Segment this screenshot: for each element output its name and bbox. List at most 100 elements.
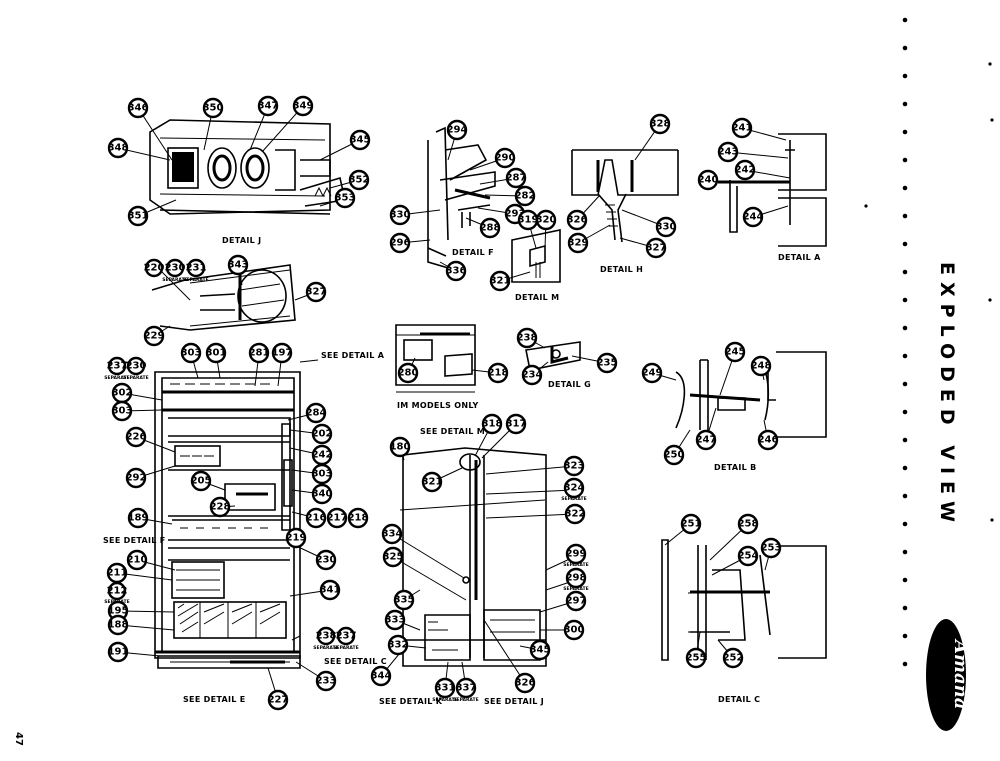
svg-text:234: 234	[522, 370, 543, 381]
callout-group: 346 350 347 349 348 345 352 351 353 294 …	[107, 95, 782, 711]
callout-353: 353	[335, 187, 355, 209]
svg-text:250: 250	[664, 450, 685, 461]
sublabel-237-main: SEPARATE	[333, 645, 358, 651]
caption-see-detail-m: SEE DETAIL M	[420, 427, 485, 436]
callout-218: 218	[348, 507, 368, 529]
svg-text:216: 216	[306, 513, 327, 524]
svg-text:255: 255	[686, 653, 707, 664]
callout-318: 318	[482, 413, 502, 435]
svg-text:325: 325	[383, 552, 404, 563]
callout-322: 322	[565, 503, 586, 525]
svg-text:298: 298	[566, 573, 587, 584]
callout-235: 235	[597, 352, 617, 374]
svg-text:211: 211	[107, 568, 128, 579]
callout-247: 247	[696, 429, 716, 451]
callout-290: 290	[495, 147, 515, 169]
callout-292: 292	[126, 467, 147, 489]
callout-188: 188	[108, 614, 128, 636]
svg-text:248: 248	[751, 361, 772, 372]
svg-text:238: 238	[517, 333, 538, 344]
svg-text:341: 341	[320, 585, 341, 596]
refrigerator-back-drawing	[399, 447, 547, 667]
svg-text:202: 202	[312, 429, 333, 440]
callout-352: 352	[349, 169, 369, 191]
svg-text:292: 292	[126, 473, 147, 484]
svg-text:333: 333	[385, 615, 406, 626]
callout-252: 252	[723, 647, 744, 669]
svg-text:219: 219	[286, 533, 307, 544]
svg-text:322: 322	[565, 509, 586, 520]
callout-250: 250	[664, 444, 685, 466]
callout-220: 220	[144, 258, 164, 278]
sublabel-331: SEPARATE	[432, 697, 457, 703]
callout-282: 282	[515, 185, 535, 207]
svg-text:351: 351	[128, 211, 149, 222]
svg-text:331: 331	[435, 683, 456, 694]
callout-332: 332	[388, 634, 408, 656]
svg-text:229: 229	[144, 331, 165, 342]
caption-detail-c: DETAIL C	[718, 695, 760, 704]
svg-text:294: 294	[447, 125, 468, 136]
svg-text:344: 344	[371, 671, 392, 682]
svg-text:253: 253	[761, 543, 782, 554]
sublabel-324: SEPARATE	[561, 496, 586, 502]
svg-text:293: 293	[505, 209, 526, 220]
callout-324: 324	[564, 477, 584, 499]
callout-226: 226	[126, 426, 146, 448]
svg-text:246: 246	[758, 435, 779, 446]
svg-text:340: 340	[312, 489, 333, 500]
svg-text:249: 249	[642, 368, 663, 379]
callout-321-m: 321	[490, 270, 511, 292]
svg-text:281: 281	[249, 348, 270, 359]
sublabel-337: SEPARATE	[453, 697, 478, 703]
binder-holes	[864, 17, 994, 667]
caption-detail-b: DETAIL B	[714, 463, 757, 472]
svg-text:242: 242	[312, 450, 333, 461]
svg-text:327: 327	[646, 243, 667, 254]
svg-text:321: 321	[490, 276, 511, 287]
callout-341: 341	[320, 579, 341, 601]
callout-219: 219	[286, 527, 307, 549]
callout-255: 255	[686, 647, 707, 669]
detail-m-drawing	[511, 229, 561, 283]
svg-text:254: 254	[738, 551, 759, 562]
callout-240: 240	[698, 169, 718, 191]
svg-text:347: 347	[258, 101, 279, 112]
callout-298: 298	[566, 567, 587, 589]
callout-249: 249	[642, 362, 663, 384]
callout-229: 229	[144, 325, 165, 347]
svg-text:303: 303	[112, 406, 133, 417]
callout-326-back: 326	[515, 672, 535, 694]
callout-243: 243	[718, 141, 738, 163]
callout-180: 180	[390, 436, 410, 458]
callout-237-main: 237	[336, 626, 356, 646]
caption-detail-m: DETAIL M	[515, 293, 559, 302]
detail-f-drawing	[427, 126, 496, 271]
svg-text:252: 252	[723, 653, 744, 664]
callout-216: 216	[306, 507, 327, 529]
svg-text:195: 195	[108, 606, 129, 617]
callout-251: 251	[681, 513, 701, 535]
callout-320: 320	[536, 209, 556, 231]
callout-300: 300	[564, 619, 585, 641]
callout-254: 254	[738, 545, 759, 567]
callout-294: 294	[447, 119, 468, 141]
callout-326: 326	[567, 209, 587, 231]
svg-text:300: 300	[564, 625, 585, 636]
callout-280: 280	[398, 362, 418, 384]
svg-text:237: 237	[107, 361, 128, 372]
caption-detail-j: DETAIL J	[222, 236, 261, 245]
svg-text:258: 258	[738, 519, 759, 530]
callout-350: 350	[203, 97, 223, 119]
callout-345: 345	[350, 129, 370, 151]
sublabel-230: SEPARATE	[123, 375, 148, 381]
callout-253: 253	[761, 537, 782, 559]
svg-text:330: 330	[390, 210, 411, 221]
callout-230-top: 230	[165, 258, 185, 278]
callout-227: 227	[268, 689, 288, 711]
svg-text:288: 288	[480, 223, 501, 234]
callout-238-main: 238	[316, 626, 336, 646]
caption-detail-f: DETAIL F	[452, 248, 494, 257]
caption-see-detail-j: SEE DETAIL J	[484, 697, 544, 706]
sublabel-230-top: SEPARATE	[162, 277, 187, 283]
